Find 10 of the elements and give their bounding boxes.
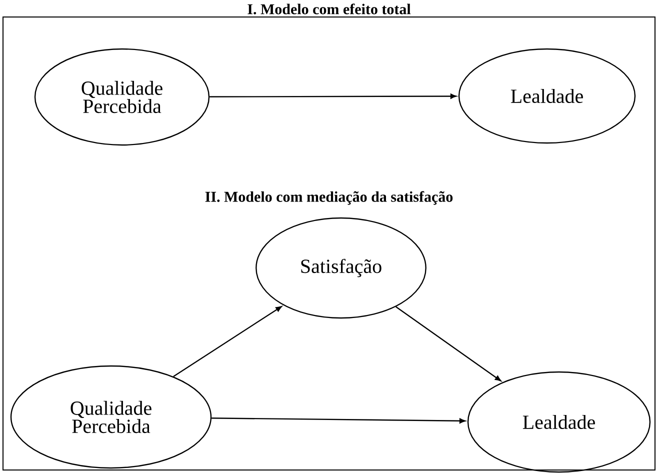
arrow [173,306,282,378]
ellipse-node: Lealdade [467,371,651,473]
arrow [210,94,457,99]
ellipse-node: Qualidade Percebida [34,48,210,146]
arrow [396,306,502,382]
ellipse-node: Lealdade [458,48,636,144]
heading: I. Modelo com efeito total [248,4,411,14]
ellipse-node: Satisfação [256,217,426,319]
ellipse-node: Qualidade Percebida [10,365,212,469]
arrow [212,418,466,424]
